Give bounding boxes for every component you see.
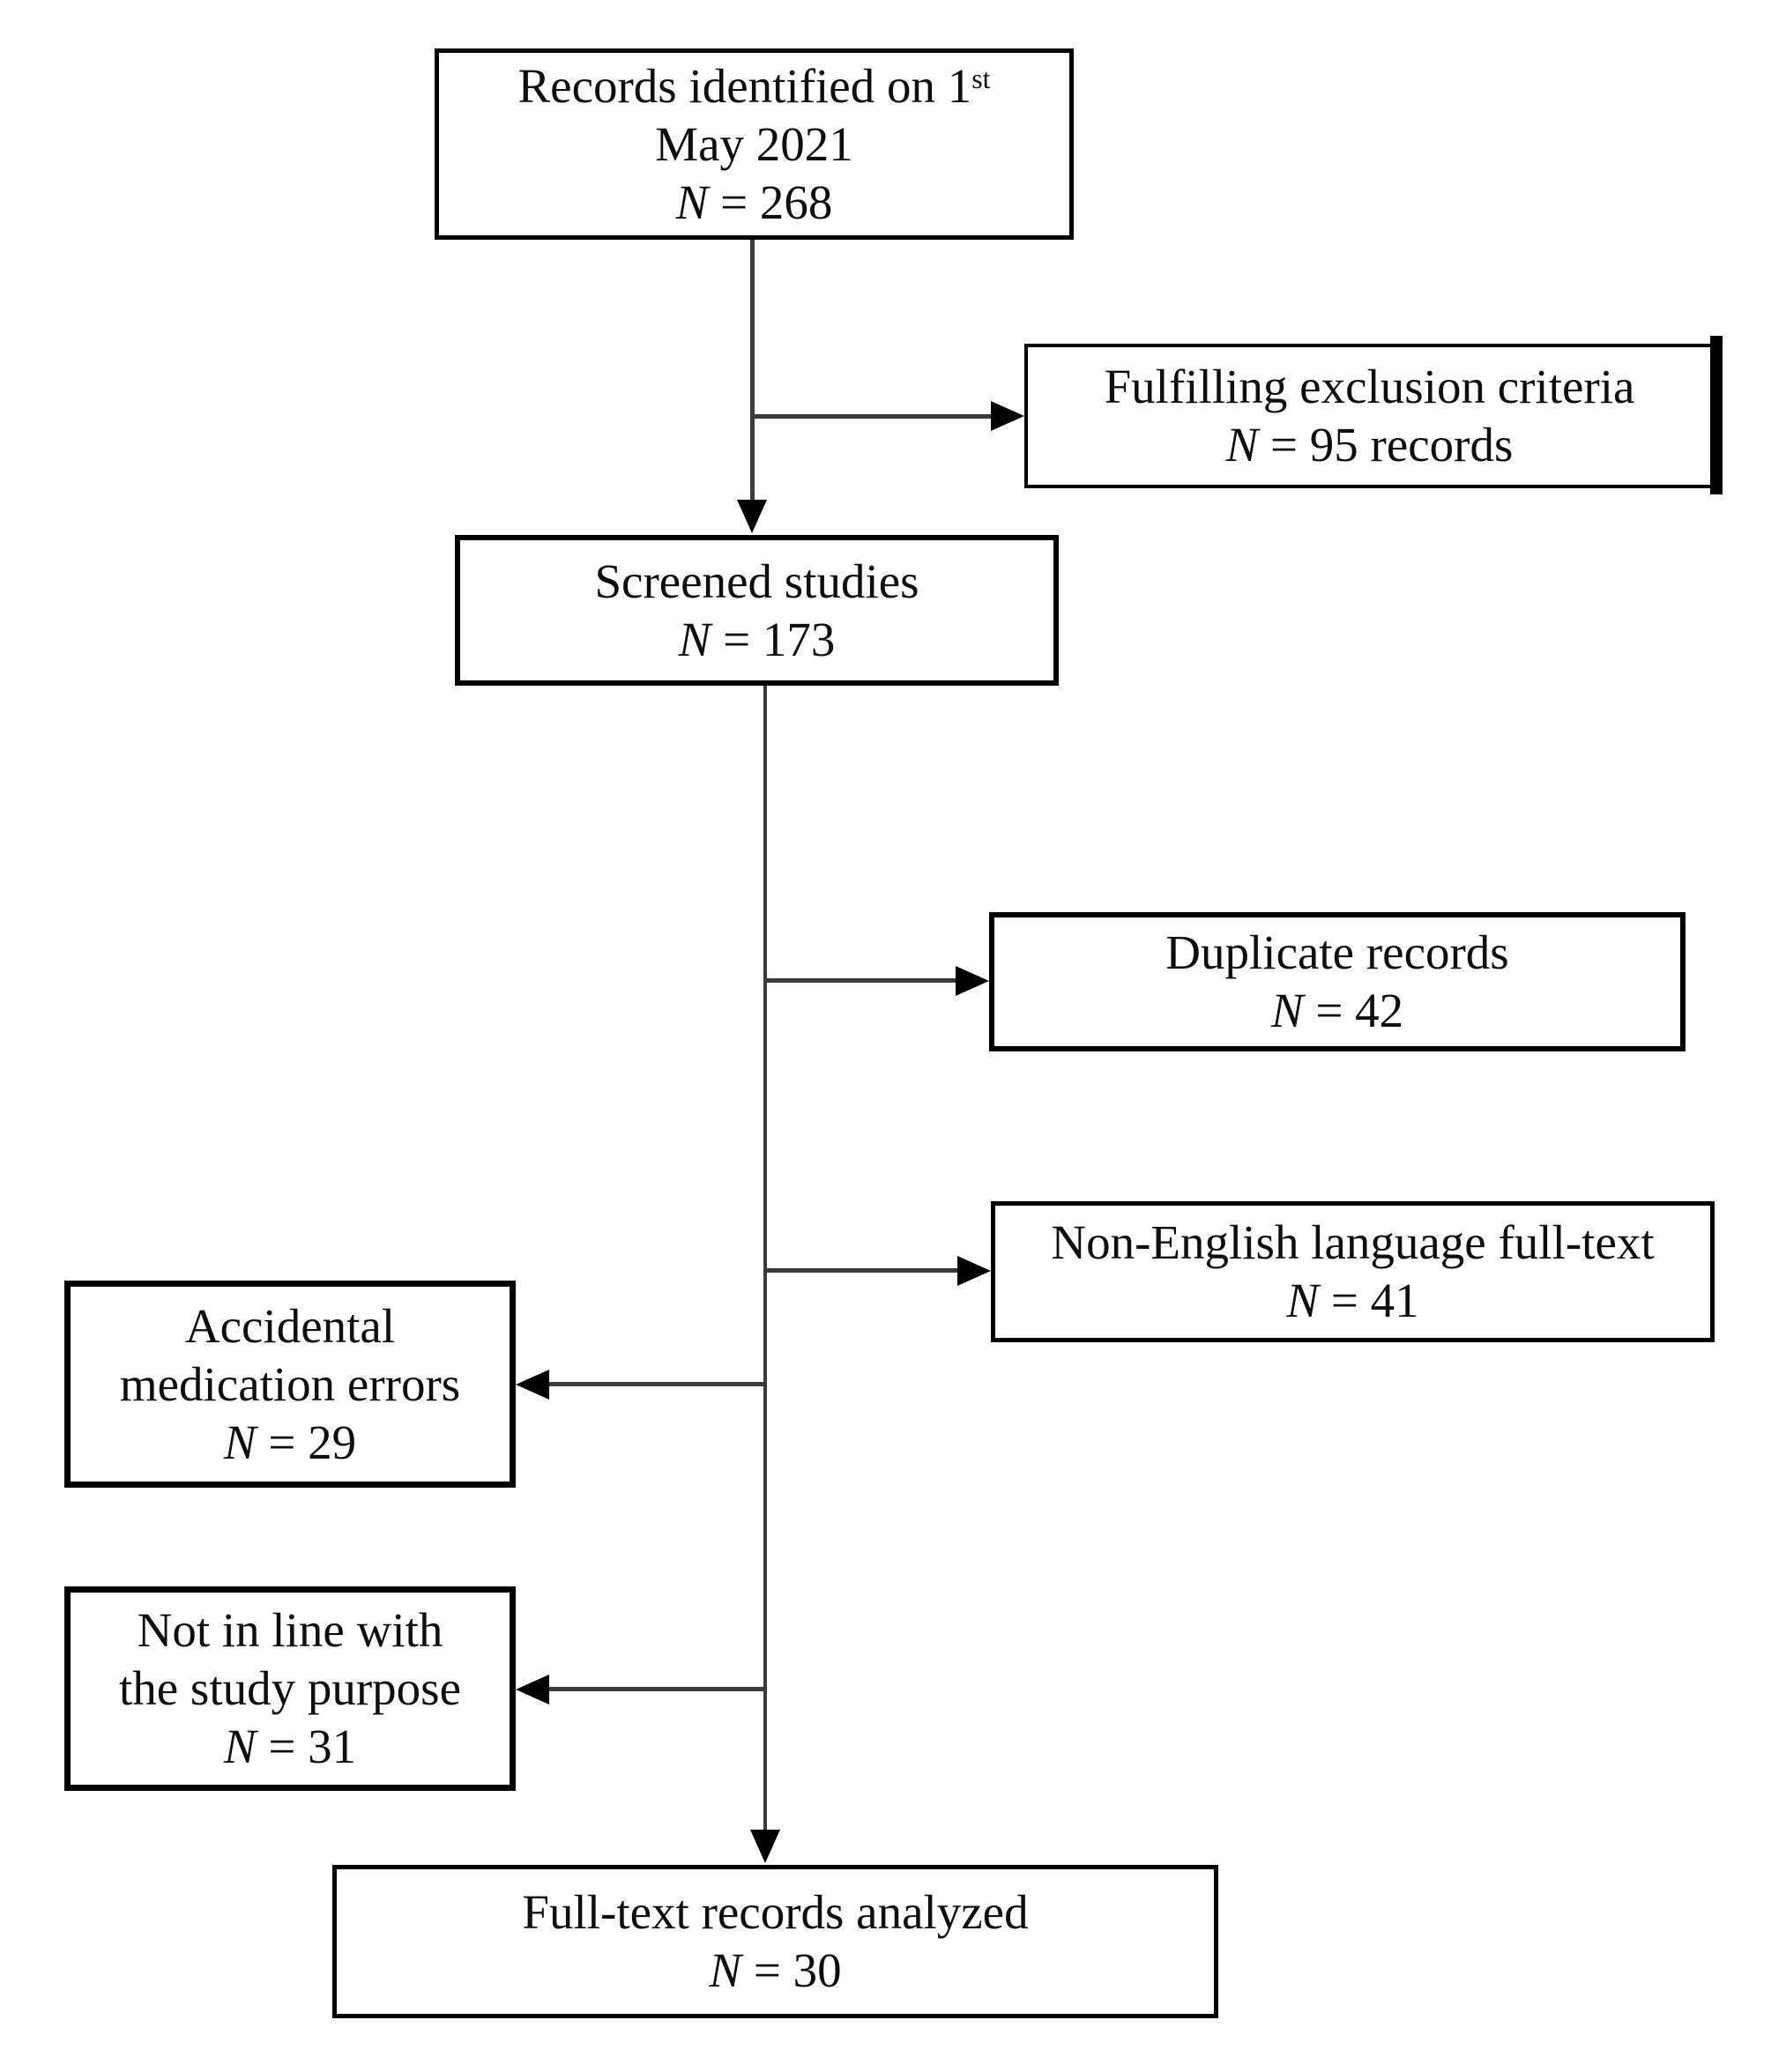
connector-branch-notinline [547,1687,767,1691]
n-value: = 31 [256,1719,357,1773]
arrowhead-left-into-notinline [516,1675,549,1704]
node-nonenglish-label: Non-English language full-text [1051,1215,1655,1269]
connector-screened-to-fulltext [763,686,767,1831]
connector-branch-fulfilling [752,414,993,419]
arrowhead-right-into-fulfilling [991,401,1024,431]
connector-branch-nonenglish [765,1268,959,1273]
node-fulfilling-label: Fulfilling exclusion criteria [1104,360,1635,413]
node-records-identified: Records identified on 1st May 2021 N = 2… [435,48,1074,240]
n-symbol: N [709,1943,742,1997]
node-accidental-count: N = 29 [224,1414,356,1472]
fulfilling-box-right-shadow [1710,336,1723,494]
node-notinline-line1: Not in line with [137,1603,443,1657]
n-symbol: N [678,612,711,666]
node-notinline-count: N = 31 [224,1718,356,1776]
node-records-line2: May 2021 [655,116,853,171]
arrowhead-right-into-duplicate [956,966,989,996]
arrowhead-down-into-fulltext [750,1830,780,1863]
arrowhead-right-into-nonenglish [957,1256,991,1286]
node-screened-count: N = 173 [679,611,836,669]
n-value: = 42 [1303,984,1404,1037]
node-full-text-analyzed: Full-text records analyzed N = 30 [332,1865,1218,2018]
connector-branch-accidental [547,1382,767,1386]
node-accidental-line1: Accidental [184,1298,396,1353]
node-accidental-medication-errors: Accidental medication errors N = 29 [64,1281,516,1488]
n-value: = 268 [708,175,833,229]
n-symbol: N [1286,1274,1320,1327]
arrowhead-left-into-accidental [516,1370,549,1400]
node-duplicate-records: Duplicate records N = 42 [989,912,1686,1051]
n-value: = 41 [1319,1274,1419,1327]
n-symbol: N [1270,984,1304,1037]
n-value: = 30 [741,1943,842,1997]
n-symbol: N [675,175,709,229]
node-records-count: N = 268 [676,174,833,232]
node-notinline-line2: the study purpose [118,1661,461,1715]
connector-branch-duplicate [765,978,957,983]
node-nonenglish-count: N = 41 [1286,1272,1418,1330]
node-duplicate-label: Duplicate records [1165,925,1509,979]
node-fulltext-count: N = 30 [709,1942,841,2000]
n-symbol: N [223,1719,257,1773]
node-not-in-line-with-purpose: Not in line with the study purpose N = 3… [64,1586,516,1791]
n-value: = 95 records [1258,418,1514,472]
node-fulltext-label: Full-text records analyzed [522,1885,1029,1939]
n-value: = 29 [256,1415,357,1469]
node-duplicate-count: N = 42 [1271,982,1403,1040]
node-screened-studies: Screened studies N = 173 [455,535,1059,686]
node-records-line1: Records identified on 1st [517,57,990,115]
node-screened-label: Screened studies [594,553,919,608]
node-accidental-line2: medication errors [119,1356,461,1411]
node-fulfilling-exclusion: Fulfilling exclusion criteria N = 95 rec… [1024,344,1715,488]
node-fulfilling-count: N = 95 records [1226,416,1514,474]
connector-records-to-screened [750,240,755,501]
arrowhead-down-into-screened [737,500,767,533]
n-symbol: N [1225,418,1259,472]
node-records-text: Records identified on 1 [517,58,972,113]
ordinal-superscript: st [971,63,991,94]
n-symbol: N [223,1415,257,1469]
node-non-english-fulltext: Non-English language full-text N = 41 [991,1201,1715,1342]
n-value: = 173 [711,612,836,666]
